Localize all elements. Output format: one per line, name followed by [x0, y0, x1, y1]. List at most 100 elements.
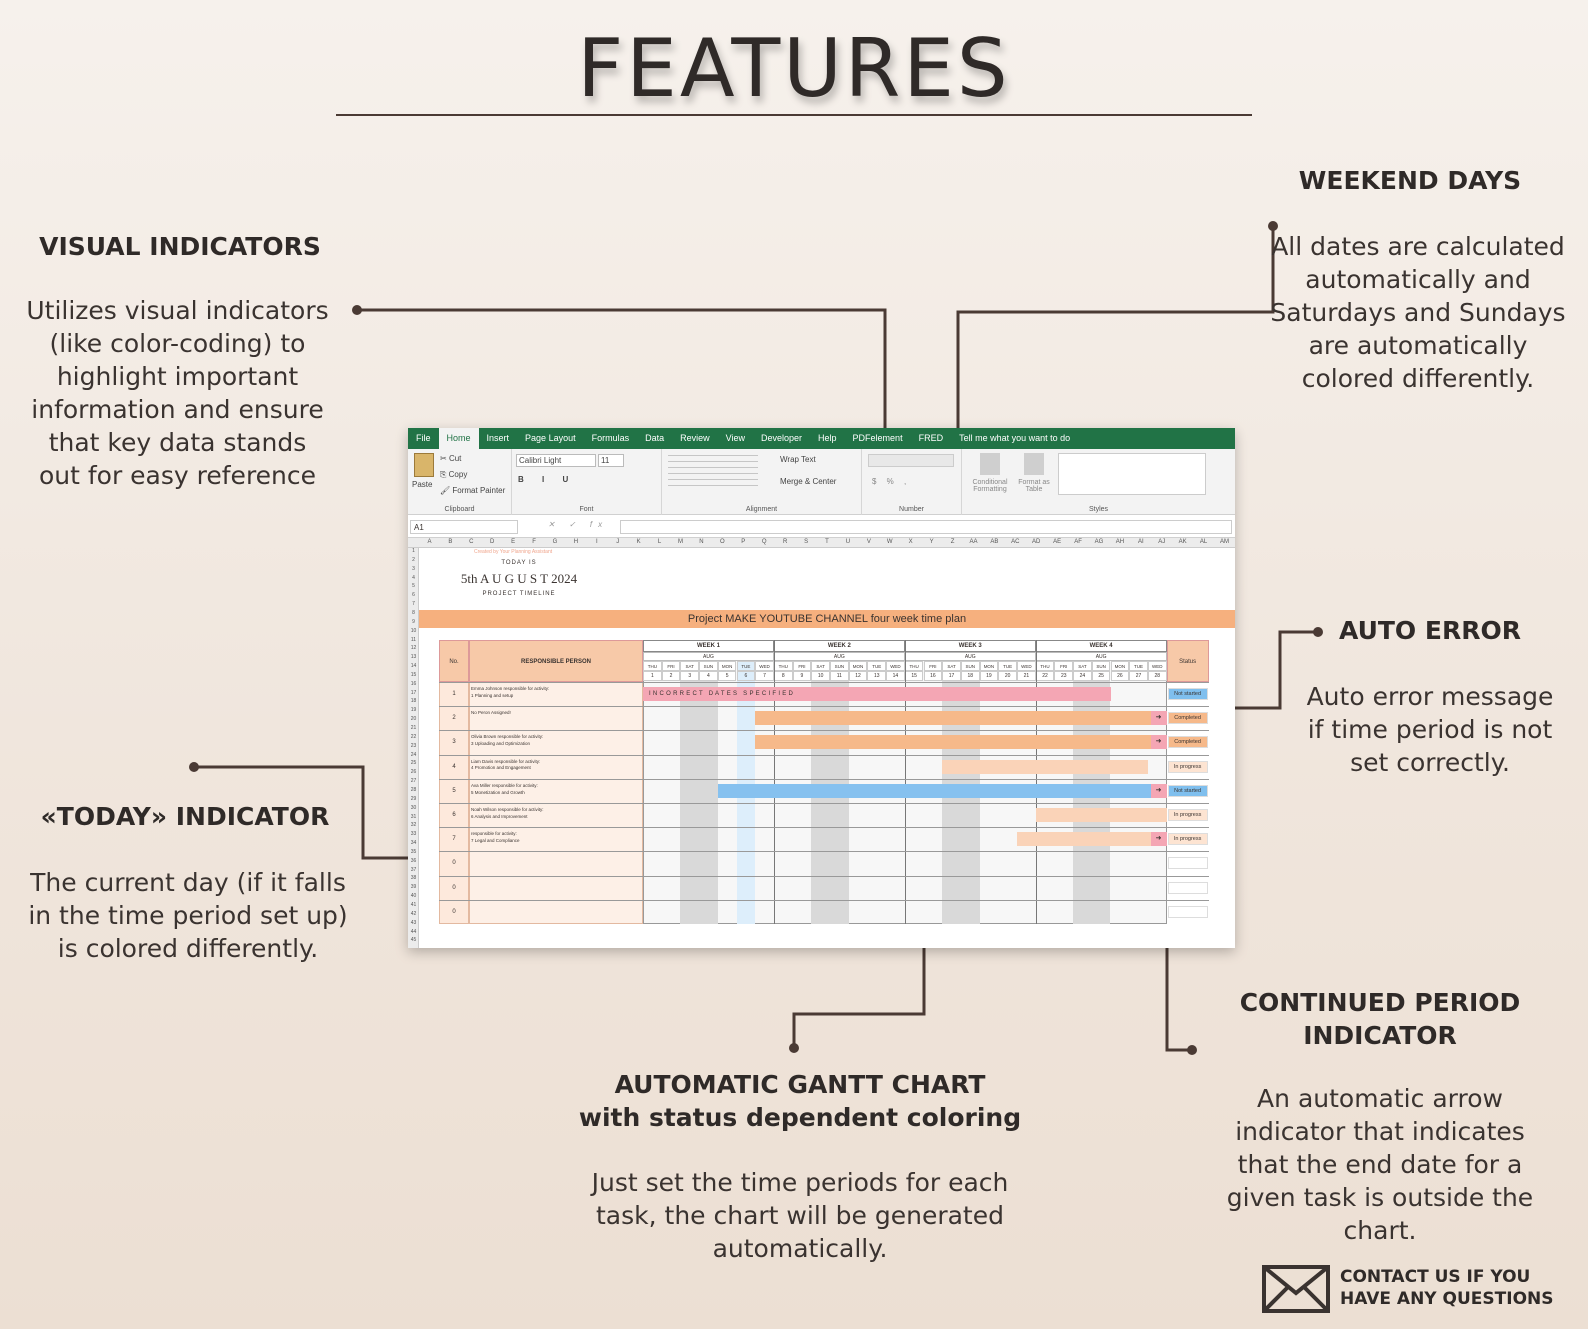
tab-home[interactable]: Home — [438, 428, 479, 449]
row-header[interactable]: 1 — [412, 548, 415, 554]
column-header-o[interactable]: O — [720, 539, 725, 545]
bold-italic-underline-buttons[interactable]: B I U — [518, 475, 577, 484]
row-header[interactable]: 16 — [410, 680, 417, 687]
row-header[interactable]: 38 — [410, 875, 417, 882]
wrap-text-button[interactable]: Wrap Text — [780, 455, 816, 464]
column-header-am[interactable]: AM — [1220, 539, 1230, 545]
status-badge[interactable]: In progress — [1167, 760, 1208, 773]
row-header[interactable]: 29 — [410, 795, 417, 802]
format-painter-button[interactable]: 🖌 Format Painter — [440, 486, 505, 495]
column-header-z[interactable]: Z — [950, 539, 955, 545]
column-header-af[interactable]: AF — [1074, 539, 1082, 545]
row-header[interactable]: 33 — [410, 831, 417, 838]
row-header[interactable]: 12 — [410, 645, 417, 652]
status-badge[interactable]: Completed — [1167, 736, 1208, 749]
column-header-ah[interactable]: AH — [1115, 539, 1125, 545]
column-header-m[interactable]: M — [678, 539, 684, 545]
tab-insert[interactable]: Insert — [486, 433, 510, 443]
column-header-w[interactable]: W — [886, 539, 893, 545]
column-header-t[interactable]: T — [825, 539, 829, 545]
font-name-select[interactable]: Calibri Light — [516, 454, 596, 467]
column-header-f[interactable]: F — [532, 539, 536, 545]
column-header-aa[interactable]: AA — [969, 539, 978, 545]
row-header[interactable]: 20 — [410, 716, 417, 723]
tab-page-layout[interactable]: Page Layout — [525, 433, 576, 443]
row-header[interactable]: 7 — [412, 601, 415, 608]
column-header-ag[interactable]: AG — [1094, 539, 1104, 545]
contact-link[interactable]: CONTACT US IF YOU HAVE ANY QUESTIONS — [1340, 1267, 1554, 1309]
column-header-x[interactable]: X — [908, 539, 913, 545]
column-header-h[interactable]: H — [573, 539, 579, 545]
row-header[interactable]: 34 — [410, 840, 417, 847]
column-header-r[interactable]: R — [782, 539, 788, 545]
column-header-d[interactable]: D — [490, 539, 495, 545]
row-header[interactable]: 28 — [410, 786, 417, 793]
row-header[interactable]: 44 — [410, 928, 417, 935]
format-as-table-button[interactable]: Format as Table — [1018, 479, 1050, 493]
row-header[interactable]: 26 — [410, 769, 417, 776]
column-header-ae[interactable]: AE — [1053, 539, 1062, 545]
row-header[interactable]: 25 — [410, 760, 417, 767]
copy-button[interactable]: ⎘ Copy — [440, 470, 467, 480]
status-badge[interactable]: Not started — [1167, 784, 1208, 797]
number-format-buttons[interactable]: $ % , — [872, 477, 911, 486]
status-badge[interactable]: In progress — [1167, 809, 1208, 821]
row-header[interactable]: 35 — [410, 848, 417, 855]
column-header-n[interactable]: N — [699, 539, 704, 545]
status-badge[interactable]: Completed — [1167, 712, 1208, 725]
tab-file[interactable]: File — [416, 433, 431, 443]
worksheet[interactable]: Created by Your Planning Assistant TODAY… — [419, 548, 1235, 948]
row-header[interactable]: 8 — [412, 609, 415, 616]
column-header-i[interactable]: I — [596, 539, 598, 545]
status-badge[interactable] — [1167, 857, 1208, 870]
paste-button[interactable]: Paste — [412, 480, 433, 489]
row-header[interactable]: 22 — [410, 733, 417, 740]
column-header-e[interactable]: E — [511, 539, 516, 545]
status-badge[interactable]: In progress — [1167, 833, 1208, 846]
row-header[interactable]: 3 — [412, 565, 415, 572]
row-header[interactable]: 10 — [410, 627, 417, 634]
number-format-select[interactable] — [868, 454, 954, 467]
tab-pdfelement[interactable]: PDFelement — [852, 433, 903, 443]
row-header[interactable]: 31 — [410, 813, 417, 820]
column-header-c[interactable]: C — [469, 539, 474, 545]
row-header[interactable]: 5 — [412, 583, 415, 590]
row-header[interactable]: 27 — [410, 778, 417, 785]
column-header-u[interactable]: U — [845, 539, 851, 545]
row-header[interactable]: 14 — [410, 663, 417, 670]
row-header[interactable]: 40 — [410, 893, 417, 900]
row-header[interactable]: 13 — [410, 654, 417, 661]
tab-review[interactable]: Review — [680, 433, 710, 443]
row-header[interactable]: 43 — [410, 919, 417, 926]
font-size-select[interactable]: 11 — [598, 454, 624, 467]
align-icons[interactable] — [668, 455, 758, 491]
status-badge[interactable] — [1167, 881, 1208, 894]
column-header-a[interactable]: A — [427, 539, 432, 545]
row-header[interactable]: 15 — [410, 671, 417, 678]
column-header-y[interactable]: Y — [929, 539, 934, 545]
formula-input[interactable] — [620, 520, 1232, 534]
row-header[interactable]: 45 — [410, 937, 417, 944]
column-header-al[interactable]: AL — [1199, 539, 1208, 545]
row-header[interactable]: 21 — [410, 725, 417, 731]
column-header-q[interactable]: Q — [761, 539, 767, 545]
column-header-s[interactable]: S — [804, 539, 809, 545]
status-badge[interactable]: Not started — [1167, 688, 1208, 700]
merge-center-button[interactable]: Merge & Center — [780, 477, 837, 486]
formula-cancel-enter-buttons[interactable]: ✕ ✓ fx — [548, 520, 609, 529]
name-box[interactable]: A1 — [410, 520, 518, 534]
column-header-ac[interactable]: AC — [1011, 539, 1020, 545]
column-header-k[interactable]: K — [636, 539, 641, 545]
column-header-l[interactable]: L — [657, 539, 662, 545]
column-header-p[interactable]: P — [741, 539, 746, 545]
column-header-ad[interactable]: AD — [1032, 539, 1041, 545]
status-badge[interactable] — [1167, 905, 1208, 918]
column-header-ab[interactable]: AB — [990, 539, 999, 545]
row-header[interactable]: 42 — [410, 910, 417, 917]
column-header-ai[interactable]: AI — [1138, 539, 1144, 545]
tab-data[interactable]: Data — [645, 433, 665, 443]
row-header[interactable]: 17 — [410, 689, 417, 696]
row-header[interactable]: 37 — [410, 866, 417, 873]
tab-tell-me-what-you-want-to-do[interactable]: Tell me what you want to do — [959, 433, 1071, 443]
conditional-formatting-button[interactable]: Conditional Formatting — [972, 479, 1008, 493]
